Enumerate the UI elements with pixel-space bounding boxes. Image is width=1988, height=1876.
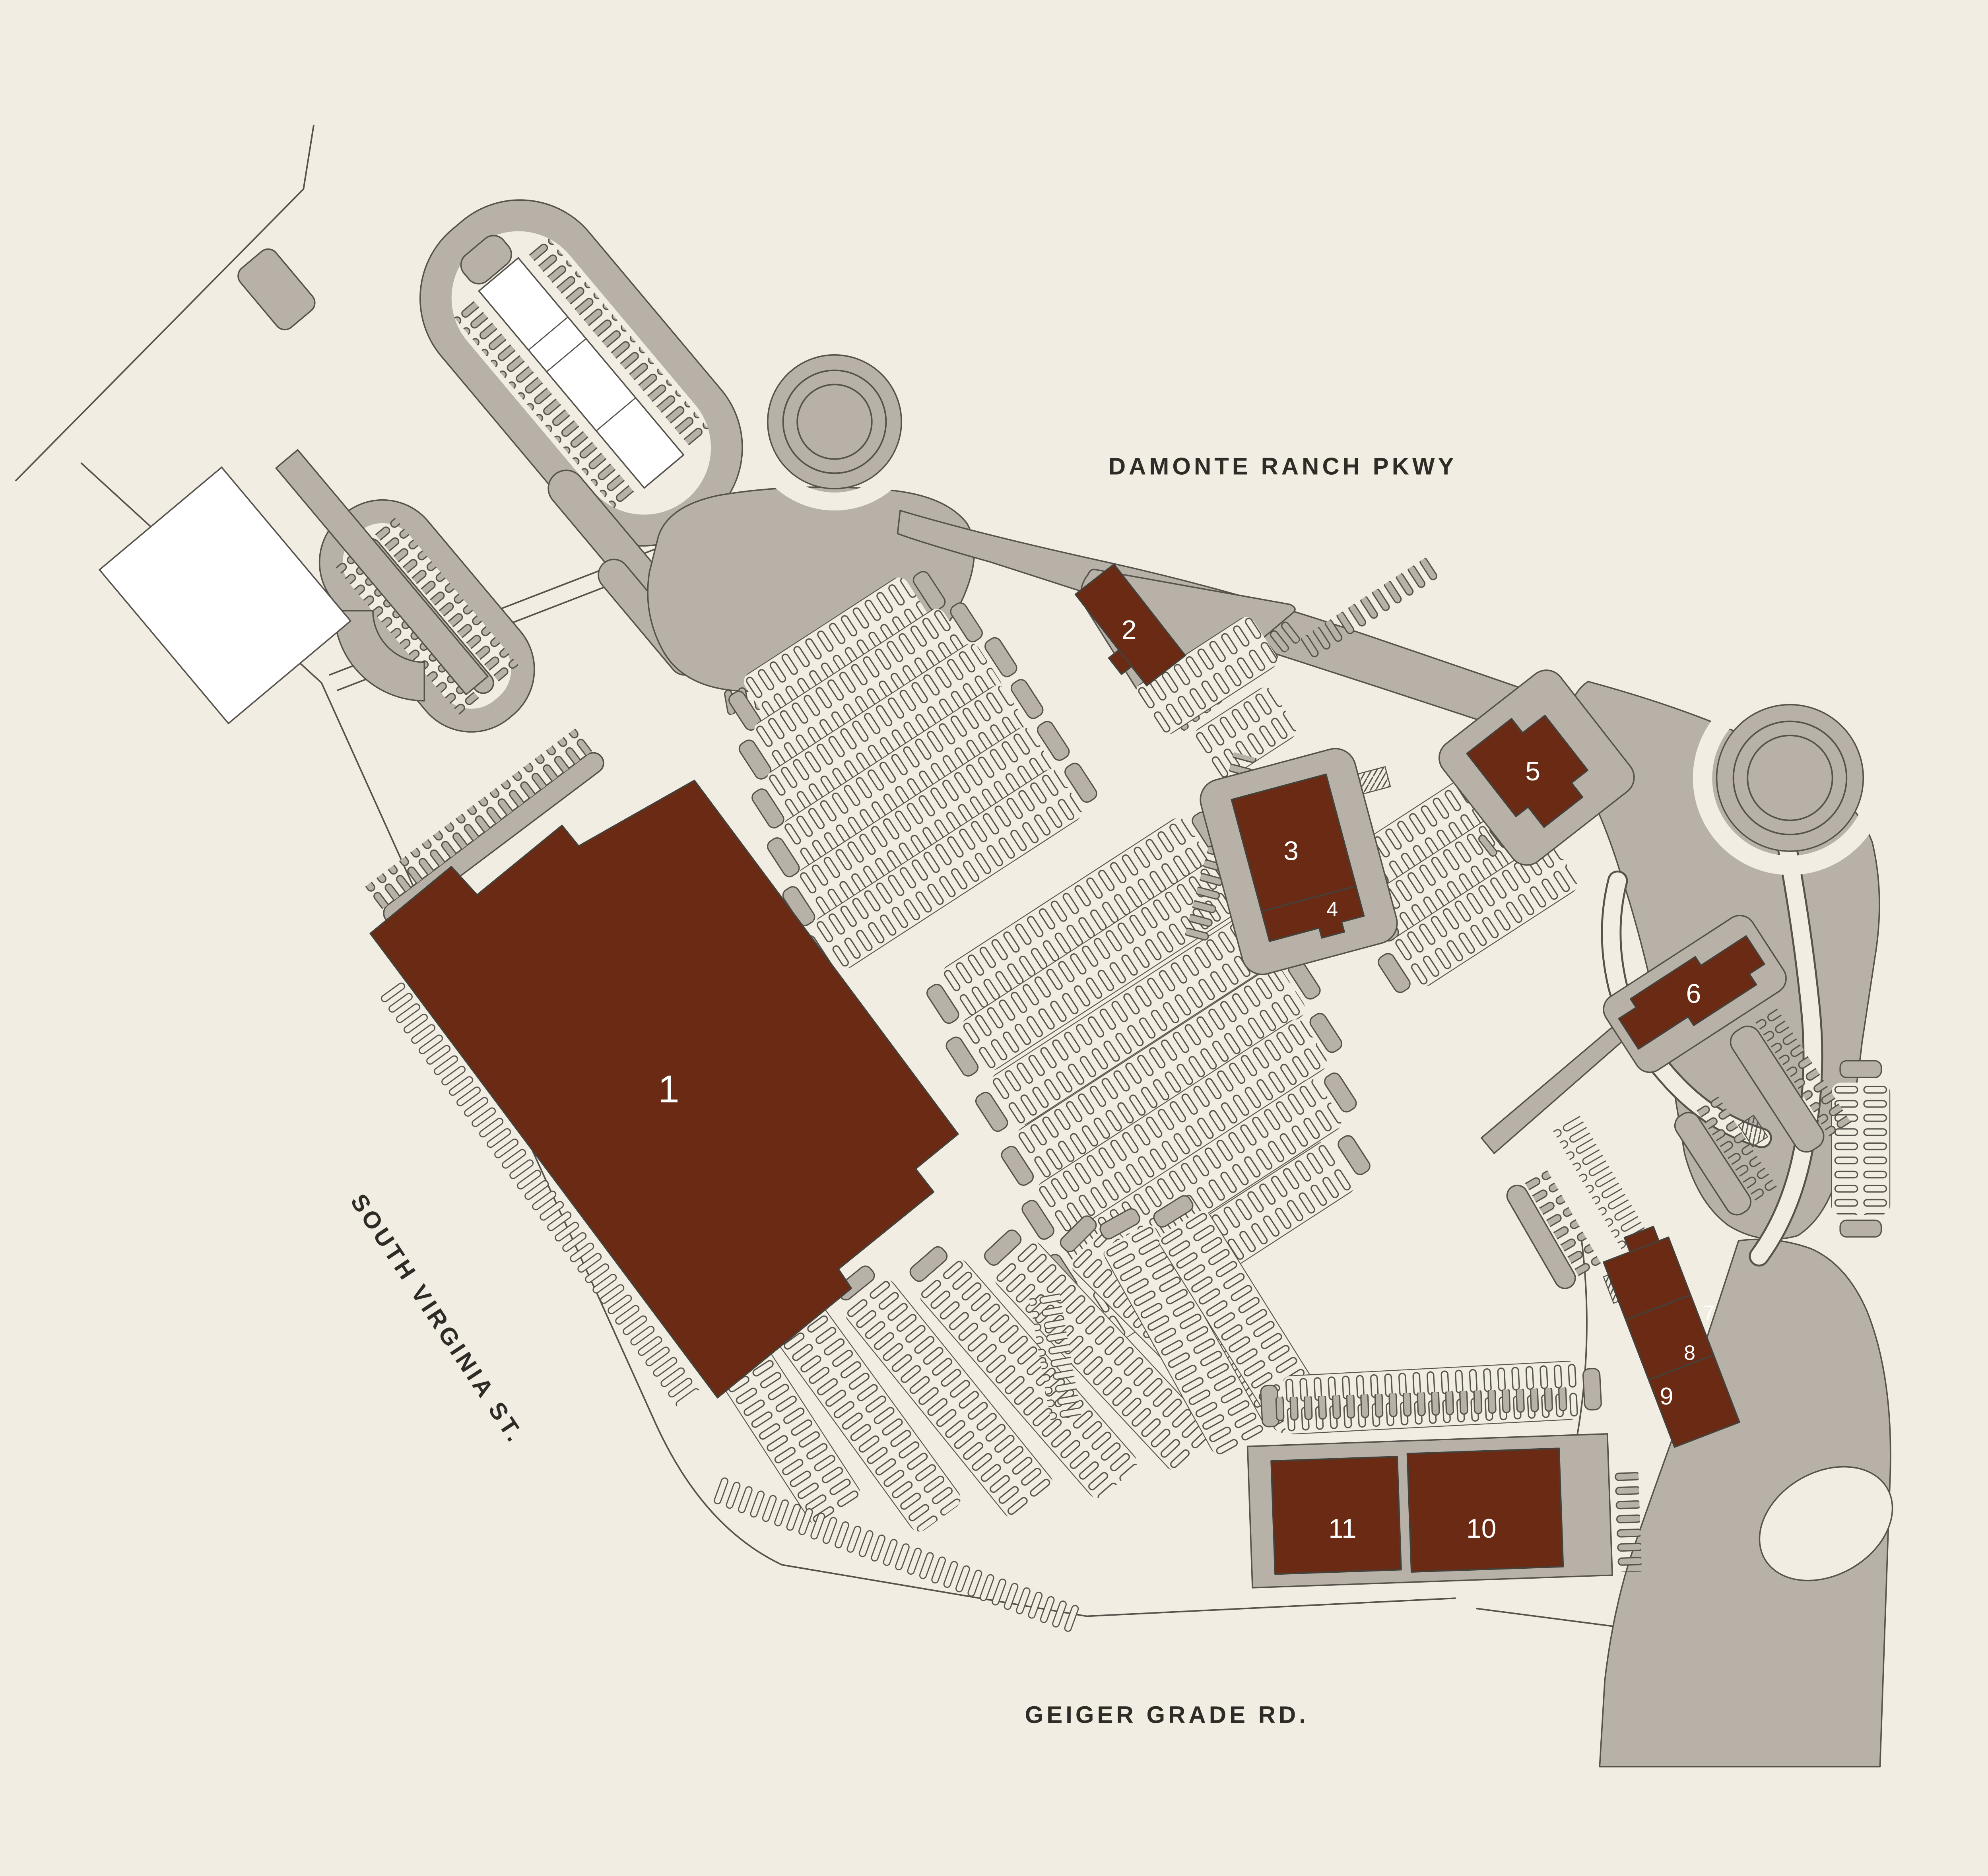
pad-6-wing-2: [1674, 1112, 1751, 1216]
building-4-label: 4: [1326, 898, 1338, 921]
building-7-bump: [1623, 1226, 1660, 1253]
roundabout-east-lane: [1732, 720, 1848, 836]
building-10-label: 10: [1466, 1514, 1497, 1544]
roundabout-west-center: [796, 384, 873, 460]
building-10-footprint[interactable]: [1406, 1447, 1564, 1573]
parking-row: [919, 1259, 1137, 1498]
east-island: [1506, 1185, 1576, 1289]
street-label-damonte: DAMONTE RANCH PKWY: [1109, 453, 1457, 480]
parking-row: [942, 818, 1209, 1018]
oval-stalls-east: [334, 549, 480, 716]
roundabout-east-center: [1747, 735, 1833, 821]
parking-row: [1104, 1225, 1264, 1455]
parking-row: [744, 577, 930, 724]
accessible-stall-hatch: [1738, 1114, 1769, 1148]
pad-6-wing-2-stalls: [1694, 1092, 1779, 1204]
parking-row: [754, 609, 967, 773]
building-11-label: 11: [1328, 1514, 1357, 1544]
building-2[interactable]: 2: [1065, 563, 1186, 693]
parking-row: [1037, 1019, 1327, 1234]
roundabout-west-clearance: [746, 333, 924, 511]
west-street-line: [80, 462, 1456, 1617]
building-5[interactable]: 5: [1466, 701, 1598, 836]
northwest-street-line: [15, 124, 315, 482]
building-11-footprint[interactable]: [1270, 1456, 1402, 1575]
parking-row: [1393, 841, 1577, 987]
parking-row: [798, 727, 1054, 920]
building-9-footprint[interactable]: [1648, 1354, 1740, 1448]
pad-6-wing: [1730, 1025, 1825, 1153]
parking-row: [1831, 1083, 1891, 1215]
roundabouts: [746, 333, 1887, 875]
future-pad-corner[interactable]: [98, 466, 352, 725]
street-label-south-virginia: SOUTH VIRGINIA ST.: [346, 1189, 530, 1449]
south-street-line: [1476, 1608, 1615, 1628]
parcel-clearing: [1759, 1466, 1893, 1581]
building-1-footprint[interactable]: [369, 780, 959, 1399]
parking-row: [1136, 617, 1277, 735]
roundabout-west-lane: [782, 369, 887, 474]
future-pad-strip[interactable]: [478, 257, 685, 489]
building-3-4[interactable]: 3 4: [1231, 773, 1367, 951]
building-2-notch: [1108, 649, 1133, 675]
street-label-geiger: GEIGER GRADE RD.: [1025, 1701, 1309, 1728]
building-4-footprint[interactable]: [1260, 885, 1367, 951]
parking-row: [773, 1302, 961, 1532]
building-6[interactable]: 6: [1613, 927, 1772, 1057]
building-10-11[interactable]: 11 10: [1270, 1447, 1564, 1577]
pad-1011-east-stalls: [1612, 1469, 1642, 1573]
boundary-stalls-west: [376, 978, 700, 1408]
building-2-footprint[interactable]: [1074, 563, 1186, 687]
small-island: [237, 248, 316, 330]
roundabout-east[interactable]: [1716, 704, 1864, 852]
building-1[interactable]: 1: [369, 780, 959, 1399]
buildings: 1 2 3 4 5 6: [369, 563, 1772, 1577]
east-island-stalls: [1523, 1167, 1604, 1281]
parking-row: [782, 685, 1028, 871]
parking-row: [991, 913, 1279, 1125]
building-2-label: 2: [1122, 615, 1137, 645]
pad-1011-north-stalls: [1272, 1387, 1569, 1424]
boundary-stalls-south: [709, 1474, 1083, 1636]
oval-end-island: [460, 235, 512, 285]
building-3-label: 3: [1283, 836, 1299, 866]
central-stall-column: [1029, 1290, 1082, 1423]
pad-strip-divider: [546, 338, 586, 372]
ribbon-stalls: [1297, 557, 1441, 662]
northwest-parking-oval: [419, 199, 743, 547]
parking-row: [1159, 1211, 1326, 1433]
building-6-label: 6: [1686, 979, 1701, 1009]
building-8-label: 8: [1684, 1341, 1695, 1364]
east-stall-column: [1551, 1113, 1650, 1251]
fan-island: [334, 610, 425, 702]
oval-stalls-east: [451, 297, 637, 511]
drive-median-strip: [275, 449, 489, 695]
building-7-label: 7: [1703, 1301, 1715, 1324]
oval-stalls-west: [374, 516, 520, 683]
anchor-front-stalls: [362, 726, 596, 911]
pad-strip-divider: [528, 316, 569, 351]
building-5-footprint[interactable]: [1466, 701, 1598, 836]
parking-row: [845, 1279, 1053, 1518]
parking-row: [961, 861, 1242, 1070]
parking-row: [1194, 687, 1296, 780]
roundabout-west[interactable]: [767, 354, 902, 489]
parking-row: [814, 769, 1082, 969]
roundabout-east-clearance: [1693, 681, 1887, 875]
building-6-footprint[interactable]: [1613, 927, 1772, 1057]
building-5-label: 5: [1525, 757, 1540, 786]
building-9-label: 9: [1660, 1383, 1673, 1410]
parking-row: [767, 644, 1002, 822]
parking-row: [1016, 966, 1305, 1180]
building-7-8-9[interactable]: 7 8 9: [1598, 1223, 1740, 1448]
oval-stalls-west: [526, 235, 711, 448]
pad-strip-divider: [596, 397, 636, 431]
building-1-label: 1: [658, 1067, 679, 1111]
pad-6-wing-stalls: [1753, 1006, 1852, 1139]
